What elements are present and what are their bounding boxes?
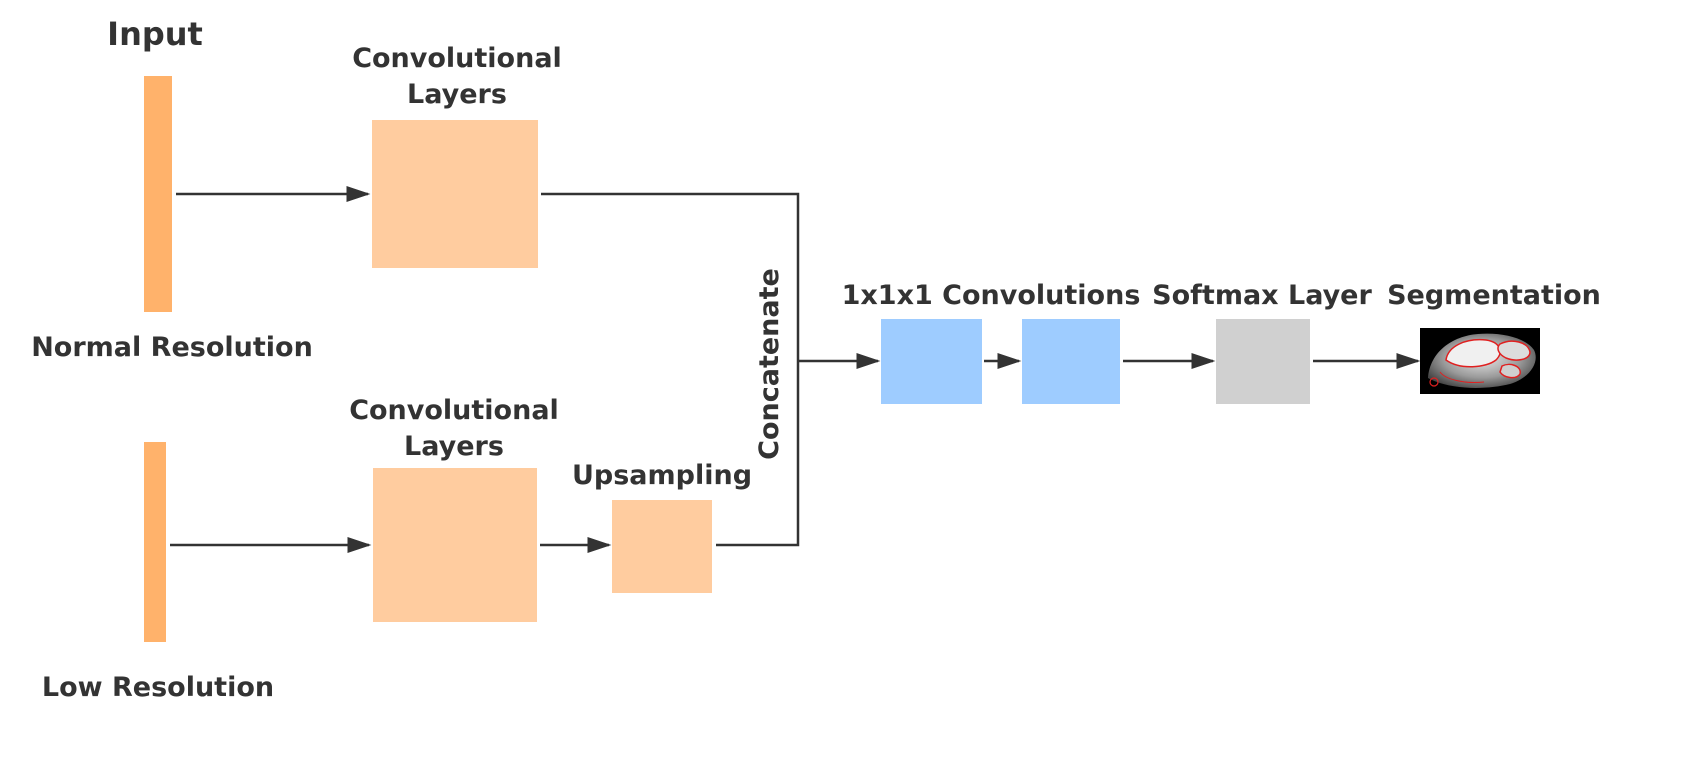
- normal-resolution-label: Normal Resolution: [31, 332, 313, 363]
- conv-layers-bottom-block: [373, 468, 537, 622]
- conv-layers-top-block: [372, 120, 538, 268]
- conv-1x1x1-block-1: [881, 319, 982, 404]
- softmax-label: Softmax Layer: [1152, 280, 1372, 311]
- connector-top-branch: [541, 192, 800, 361]
- conv-layers-top-label-line1: Convolutional: [352, 43, 562, 74]
- normal-resolution-input-bar: [144, 76, 172, 312]
- connector-bottom-branch: [716, 361, 800, 547]
- softmax-block: [1216, 319, 1310, 404]
- low-resolution-input-bar: [144, 442, 166, 642]
- segmentation-label: Segmentation: [1387, 280, 1601, 311]
- segmentation-image: [1420, 328, 1540, 394]
- conv-1x1x1-label: 1x1x1 Convolutions: [842, 280, 1141, 311]
- conv-1x1x1-block-2: [1022, 319, 1120, 404]
- upsampling-block: [612, 500, 712, 593]
- conv-layers-bottom-label-line1: Convolutional: [349, 395, 559, 426]
- upsampling-label: Upsampling: [572, 460, 752, 491]
- conv-layers-bottom-label-line2: Layers: [404, 431, 504, 462]
- input-label: Input: [107, 15, 203, 53]
- concatenate-label: Concatenate: [754, 268, 785, 460]
- conv-layers-top-label-line2: Layers: [407, 79, 507, 110]
- low-resolution-label: Low Resolution: [42, 672, 274, 703]
